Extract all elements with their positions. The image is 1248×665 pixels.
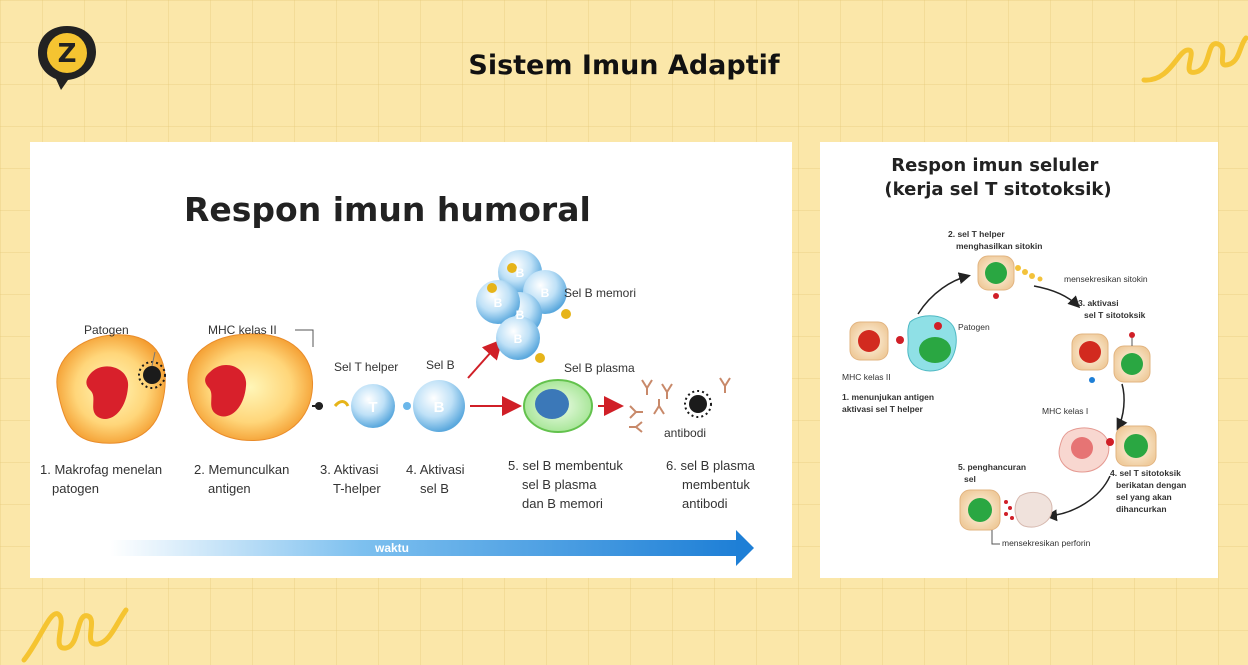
label-patogen-seluler: Patogen xyxy=(958,322,990,332)
svg-text:Z: Z xyxy=(58,39,77,69)
step-2: 2. Memunculkan antigen xyxy=(194,462,293,496)
page-title: Sistem Imun Adaptif xyxy=(468,50,780,81)
squiggle-top-right xyxy=(1141,35,1248,83)
svg-text:B: B xyxy=(514,332,523,346)
step-3: 3. Aktivasi T-helper xyxy=(320,462,382,496)
target-and-killer-cells xyxy=(1058,425,1157,473)
svg-text:B: B xyxy=(541,286,550,300)
label-sel-b-memori: Sel B memori xyxy=(564,286,636,300)
antigen-presenting-cells xyxy=(849,315,957,372)
label-mhc-kelas-i: MHC kelas I xyxy=(1042,406,1088,416)
t-cells-step3 xyxy=(1071,332,1151,383)
svg-text:B: B xyxy=(494,296,503,310)
step-4: 4. Aktivasi sel B xyxy=(406,462,468,496)
label-step5: 5. penghancuran sel xyxy=(958,462,1028,484)
step-1: 1. Makrofag menelan patogen xyxy=(40,462,166,496)
pathogen-virus-icon xyxy=(138,351,166,389)
t-helper-cell: T xyxy=(333,384,395,428)
b-cell: B xyxy=(413,380,465,432)
macrophage-2 xyxy=(187,333,323,442)
label-step2: 2. sel T helper menghasilkan sitokin xyxy=(948,229,1042,251)
label-waktu: waktu xyxy=(374,541,409,555)
step-6: 6. sel B plasma membentuk antibodi xyxy=(666,458,759,511)
label-step1: 1. menunjukan antigen aktivasi sel T hel… xyxy=(842,392,936,414)
antibodi-group xyxy=(629,377,731,433)
virus-icon xyxy=(684,390,712,418)
label-perforin: mensekresikan perforin xyxy=(1002,538,1091,548)
b-letter: B xyxy=(434,399,445,416)
arrow-to-memori xyxy=(467,339,503,379)
svg-text:B: B xyxy=(516,308,525,322)
b-plasma-cell xyxy=(523,379,593,433)
t-helper-cell-top xyxy=(977,255,1043,299)
zenius-logo: Z xyxy=(38,26,96,90)
label-antibodi: antibodi xyxy=(664,426,706,440)
label-mhc-kelas-ii: MHC kelas II xyxy=(208,323,277,337)
seluler-title: Respon imun seluler (kerja sel T sitotok… xyxy=(884,155,1111,200)
squiggle-bottom-left xyxy=(21,607,129,663)
macrophage-1 xyxy=(56,334,166,444)
seluler-panel: Respon imun seluler (kerja sel T sitotok… xyxy=(820,142,1218,578)
cell-destruction xyxy=(959,489,1053,531)
svg-text:B: B xyxy=(516,266,525,280)
label-step4: 4. sel T sitotoksik berikatan dengan sel… xyxy=(1110,468,1189,514)
label-sel-b-plasma: Sel B plasma xyxy=(564,361,635,375)
humoral-title: Respon imun humoral xyxy=(184,190,591,229)
label-sitokin: mensekresikan sitokin xyxy=(1064,274,1148,284)
label-mhc-kelas-ii-seluler: MHC kelas II xyxy=(842,372,891,382)
t-letter: T xyxy=(368,399,377,416)
label-sel-t-helper: Sel T helper xyxy=(334,360,398,374)
step-5: 5. sel B membentuk sel B plasma dan B me… xyxy=(508,458,627,511)
time-arrow xyxy=(110,530,754,566)
humoral-panel: Respon imun humoral Patogen MHC kelas II… xyxy=(30,142,792,578)
b-memory-cluster: B B B B B xyxy=(476,250,571,363)
label-patogen: Patogen xyxy=(84,323,129,337)
label-sel-b: Sel B xyxy=(426,358,455,372)
label-step3: 3. aktivasi sel T sitotoksik xyxy=(1078,298,1146,320)
